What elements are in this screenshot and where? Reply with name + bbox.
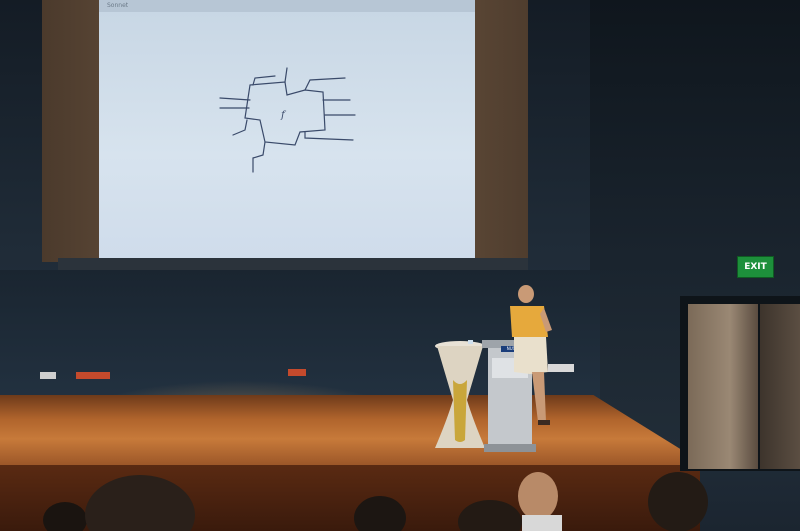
exit-sign: EXIT [737,256,774,278]
function-block-outline [244,81,326,146]
audience-head [354,496,406,531]
wall-outlet-left [40,372,56,379]
speaker [510,285,552,425]
audience-heads [43,472,708,531]
audience-head [458,500,522,531]
audience-head [43,502,87,531]
speaker-arm [540,308,552,332]
cocktail-table [435,340,485,448]
speaker-leg [532,372,546,422]
function-block-sketch: f [219,67,356,173]
audience-head [85,475,195,531]
podium-logo: NUS [501,346,521,352]
output-line-4 [304,131,354,141]
audience-shirt [522,515,562,531]
speaker-shoe [538,420,550,425]
slide-toolbar-label: Sonnet [107,2,129,9]
input-line-1 [219,97,251,101]
input-line-3 [232,119,248,136]
wall-outlet-red [76,372,110,379]
podium-top [482,340,538,348]
output-line-5 [252,141,266,173]
speaker-shorts [514,337,548,374]
speaker-shirt [510,306,548,337]
open-door-panel [760,304,800,469]
wall-outlet-mid [288,369,306,376]
output-line-1 [304,77,346,91]
wall-outlet-right [548,364,574,372]
input-line-5 [284,67,288,83]
function-label: f [280,110,287,121]
audience-head [518,472,558,520]
podium-base [484,444,536,452]
input-line-4 [252,75,276,86]
table-sash [453,380,467,442]
projection-screen: Sonnet [99,0,475,258]
audience-head [648,472,708,531]
screen-bottom-strip [58,258,528,270]
stage-floor [0,395,690,475]
doorway-corridor [688,304,758,469]
slide-toolbar: Sonnet [99,0,475,12]
water-bottle [468,340,473,344]
speaker-head [518,285,534,303]
